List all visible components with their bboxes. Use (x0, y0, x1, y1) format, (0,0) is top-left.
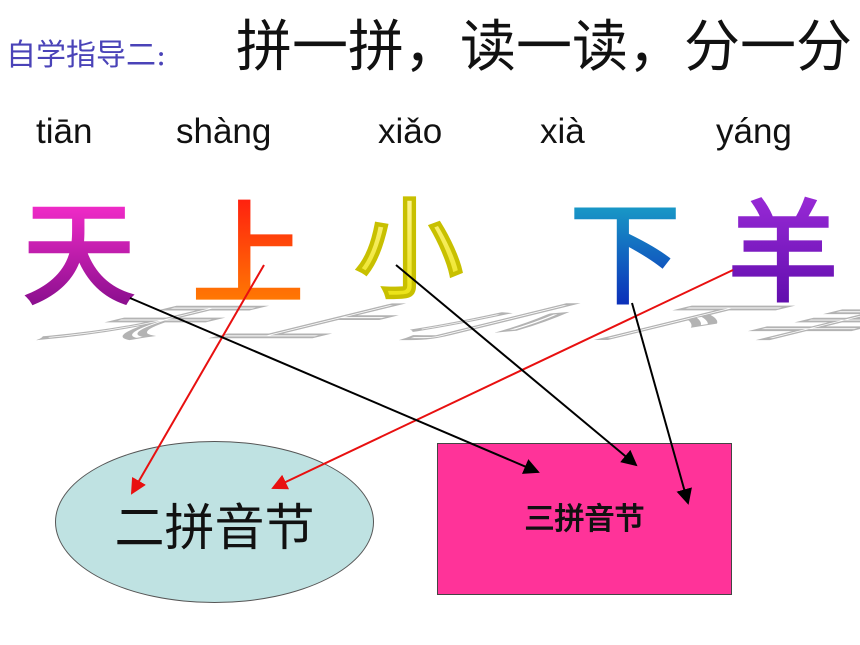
pinyin-xiao: xiǎo (378, 112, 443, 151)
char-xia: 下 (570, 192, 680, 320)
three-syllable-label: 三拼音节 (524, 502, 645, 537)
two-syllable-label: 二拼音节 (114, 499, 315, 557)
page-title: 拼一拼，读一读，分一分 (236, 15, 852, 80)
char-tian: 天 (23, 191, 135, 321)
char-yang: 羊 (728, 190, 838, 318)
pinyin-yang: yáng (716, 112, 792, 151)
pinyin-tian: tiān (36, 112, 93, 151)
pinyin-shang: shàng (176, 112, 272, 151)
character-art: 天 上 小 下 羊 (23, 189, 838, 322)
char-xiao: 小 (355, 189, 463, 314)
pinyin-xia: xià (540, 112, 585, 151)
title-prefix: 自学指导二: (6, 38, 167, 73)
three-syllable-group: 三拼音节 (437, 443, 732, 595)
char-shang: 上 (192, 191, 304, 321)
two-syllable-group: 二拼音节 (55, 441, 374, 603)
